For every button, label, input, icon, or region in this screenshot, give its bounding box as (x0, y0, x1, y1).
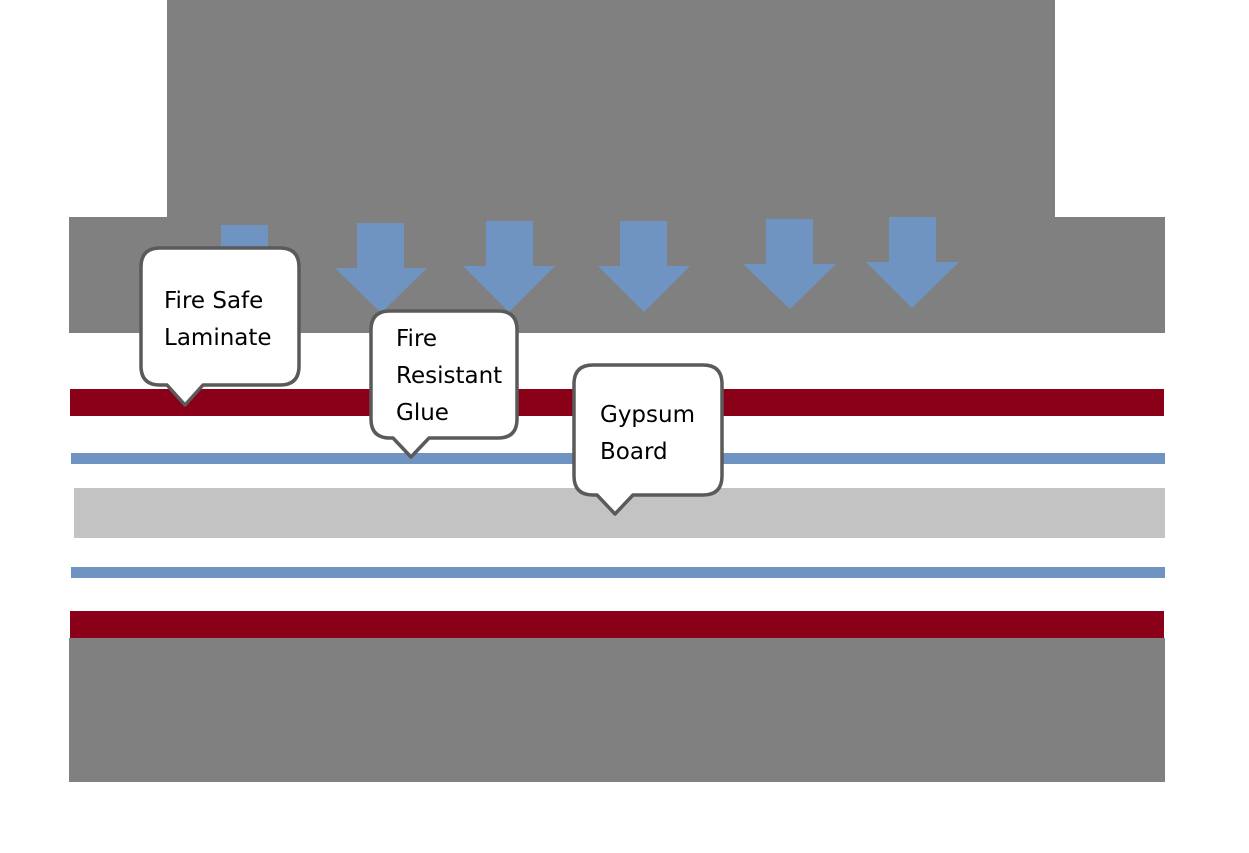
down-arrow-icon (866, 217, 959, 308)
down-arrow-icon (335, 223, 427, 313)
glue-callout-bubble (369, 309, 519, 459)
down-arrow-icon (743, 219, 836, 309)
down-arrow-icon (463, 221, 555, 312)
glue-callout-label: Fire Resistant Glue (396, 326, 503, 426)
bottom-laminate-layer (70, 611, 1164, 639)
pressure-arrows (221, 217, 959, 313)
down-arrow-icon (221, 225, 268, 248)
gypsum-callout-label: Gypsum Board (600, 402, 695, 465)
upper-press-column (167, 0, 1055, 218)
laminate-callout-label: Fire Safe Laminate (164, 288, 272, 351)
gypsum-callout-bubble (572, 363, 724, 516)
down-arrow-icon (598, 221, 690, 312)
bottom-glue-layer (71, 567, 1165, 578)
lower-press-plate (69, 638, 1165, 782)
laminate-callout-bubble (139, 246, 301, 407)
